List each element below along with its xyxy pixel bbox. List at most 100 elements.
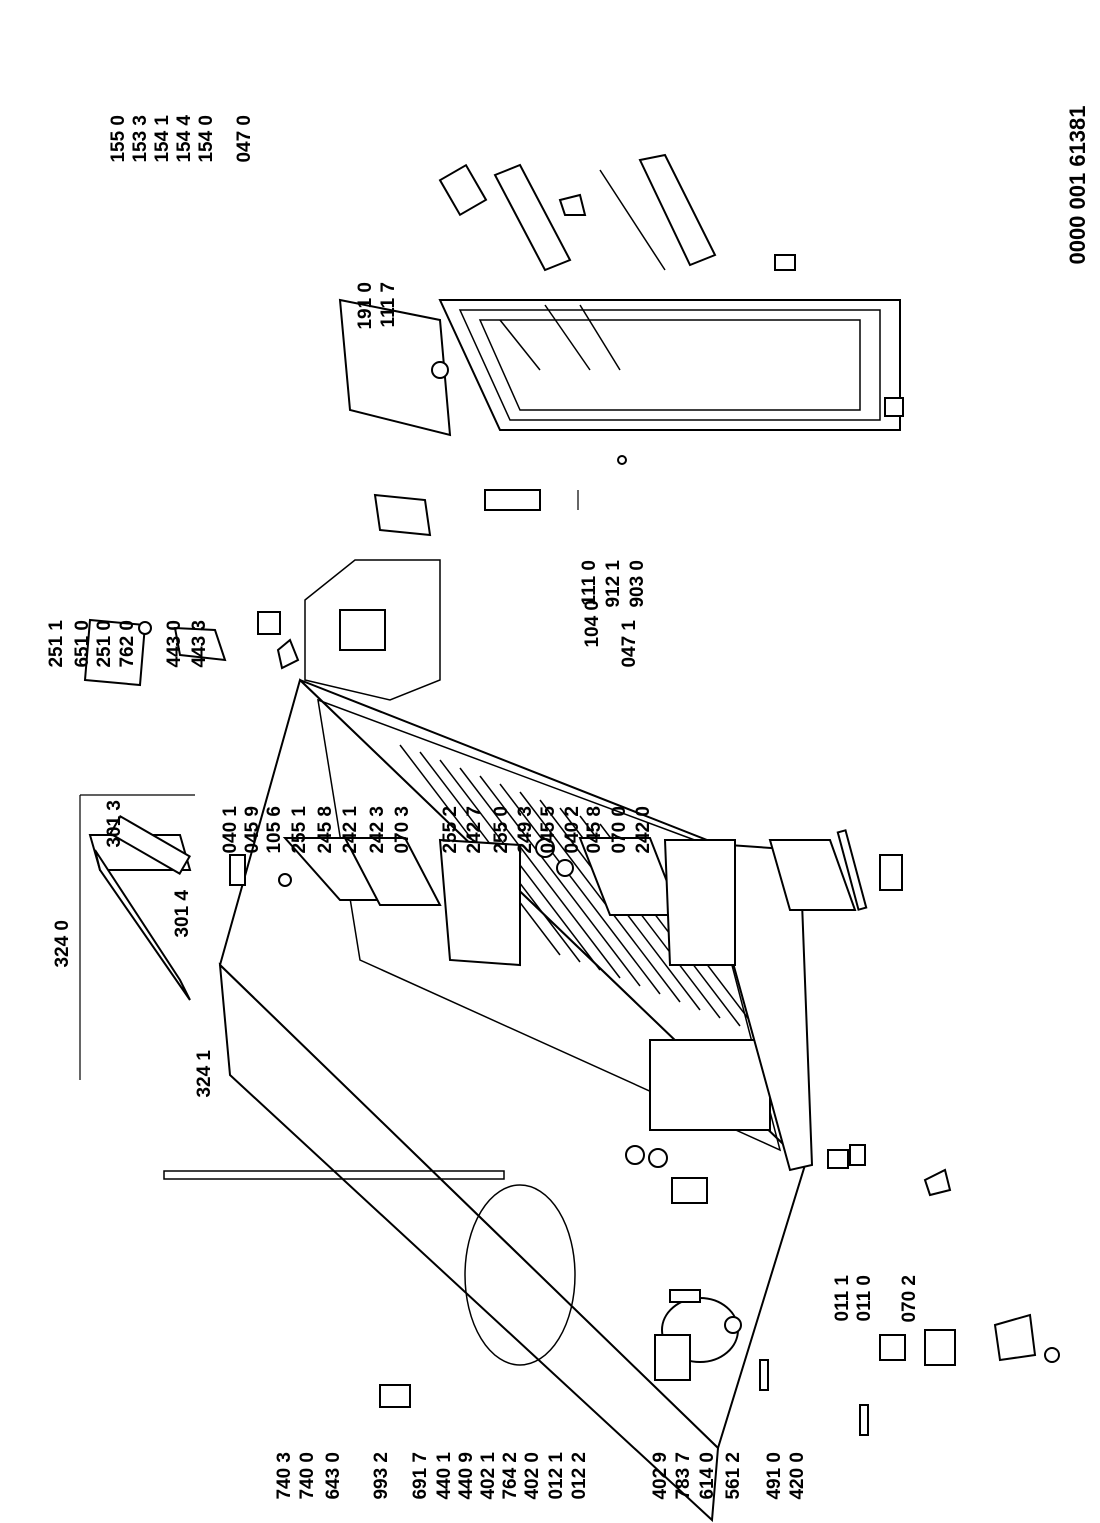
label-011-0: 011 0: [854, 1275, 875, 1322]
part-561-2: [924, 1329, 956, 1366]
lamp-cover: [625, 1145, 645, 1165]
part-783-7: [859, 1404, 869, 1436]
label-783-7: 783 7: [673, 1452, 694, 1500]
part-420-0: [1044, 1347, 1060, 1363]
label-040-2: 040 2: [562, 806, 583, 854]
part-614-0: [879, 1334, 906, 1361]
label-012-2: 012 2: [569, 1452, 590, 1500]
label-045-9: 045 9: [242, 806, 263, 854]
label-070-0: 070 0: [609, 806, 630, 854]
door-gasket-top: [338, 298, 452, 437]
relay-box: [654, 1334, 691, 1381]
label-764-2: 764 2: [500, 1452, 521, 1500]
screw-903-0: [617, 455, 627, 465]
label-324-0: 324 0: [52, 920, 73, 968]
door-bins: [438, 153, 796, 272]
label-111-7: 111 7: [378, 282, 399, 327]
freezer-parts: [83, 493, 441, 701]
hinge-047-1: [884, 397, 904, 417]
bushing: [278, 873, 292, 887]
label-104-0: 104 0: [582, 600, 603, 648]
label-011-1: 011 1: [832, 1275, 853, 1322]
label-070-2: 070 2: [899, 1275, 920, 1323]
label-740-3: 740 3: [274, 1452, 295, 1500]
document-code: 0000 001 61381: [1065, 105, 1090, 264]
top-cover: [79, 794, 195, 1080]
shelf-trim: [836, 829, 868, 911]
label-154-4: 154 4: [174, 115, 195, 163]
thermostat-housing: [464, 1184, 576, 1366]
drain-tray: [671, 1177, 708, 1204]
label-255-2: 255 2: [440, 806, 461, 854]
label-255-1: 255 1: [289, 806, 310, 854]
thermostat-knob: [648, 1148, 668, 1168]
label-762-0: 762 0: [117, 620, 138, 668]
label-012-1: 012 1: [546, 1452, 567, 1500]
label-153-3: 153 3: [130, 115, 151, 163]
label-614-0: 614 0: [697, 1452, 718, 1500]
label-491-0: 491 0: [764, 1452, 785, 1500]
label-045-8: 045 8: [584, 806, 605, 854]
hinge-bracket: [229, 854, 246, 886]
part-764-2: [669, 1289, 701, 1303]
lower-hinge: [879, 854, 903, 891]
knob-242-3: [535, 838, 555, 858]
label-047-0: 047 0: [234, 115, 255, 163]
label-301-3: 301 3: [104, 800, 125, 848]
part-011-1: [827, 1149, 849, 1169]
label-993-2: 993 2: [371, 1452, 392, 1500]
label-912-1: 912 1: [603, 560, 624, 608]
door-panel: [438, 299, 901, 431]
label-105-6: 105 6: [264, 806, 285, 854]
label-561-2: 561 2: [723, 1452, 744, 1500]
label-443-3: 443 3: [189, 620, 210, 668]
evaporator-group: [304, 559, 441, 701]
label-402-0: 402 0: [522, 1452, 543, 1500]
label-245-8: 245 8: [315, 806, 336, 854]
part-070-2: [923, 1168, 952, 1197]
part-011-0: [849, 1144, 866, 1166]
knob-070-3: [556, 859, 574, 877]
part-012-2: [759, 1359, 769, 1391]
part-740-3: [276, 638, 300, 670]
label-440-1: 440 1: [434, 1452, 455, 1500]
cover-plate: [173, 626, 227, 662]
egg-tray: [438, 163, 488, 217]
label-155-0: 155 0: [108, 115, 129, 163]
evaporator-cover: [373, 493, 432, 537]
label-255-0: 255 0: [491, 806, 512, 854]
label-plate: [379, 1384, 411, 1408]
label-440-9: 440 9: [456, 1452, 477, 1500]
label-191-0: 191 0: [355, 282, 376, 330]
block-762-0: [257, 611, 281, 635]
evaporator-unit: [339, 609, 386, 651]
glass-shelf-3: [768, 839, 857, 911]
part-491-0: [993, 1313, 1037, 1362]
door-logo: [431, 361, 449, 379]
bin-clip: [558, 193, 587, 216]
cabinet-body: [163, 678, 814, 1523]
label-740-0: 740 0: [297, 1452, 318, 1500]
label-047-1: 047 1: [619, 620, 640, 668]
label-154-1: 154 1: [152, 115, 173, 163]
label-242-7: 242 7: [464, 806, 485, 854]
label-040-1: 040 1: [220, 806, 241, 854]
label-903-0: 903 0: [627, 560, 648, 608]
wire-shelf: [343, 837, 442, 906]
shelves: [229, 829, 903, 967]
label-251-0: 251 0: [94, 620, 115, 668]
drawer-1: [438, 838, 521, 967]
door-bin-1: [493, 163, 572, 272]
small-parts: [276, 638, 1060, 1436]
part-012-1: [724, 1316, 742, 1334]
label-301-4: 301 4: [172, 890, 193, 938]
label-242-1: 242 1: [340, 806, 361, 854]
crisper-box: [649, 1039, 771, 1131]
label-420-0: 420 0: [787, 1452, 808, 1500]
label-651-0: 651 0: [72, 620, 93, 668]
label-443-0: 443 0: [164, 620, 185, 668]
door-assembly: [338, 298, 904, 511]
hinge-111-0: [484, 489, 541, 511]
